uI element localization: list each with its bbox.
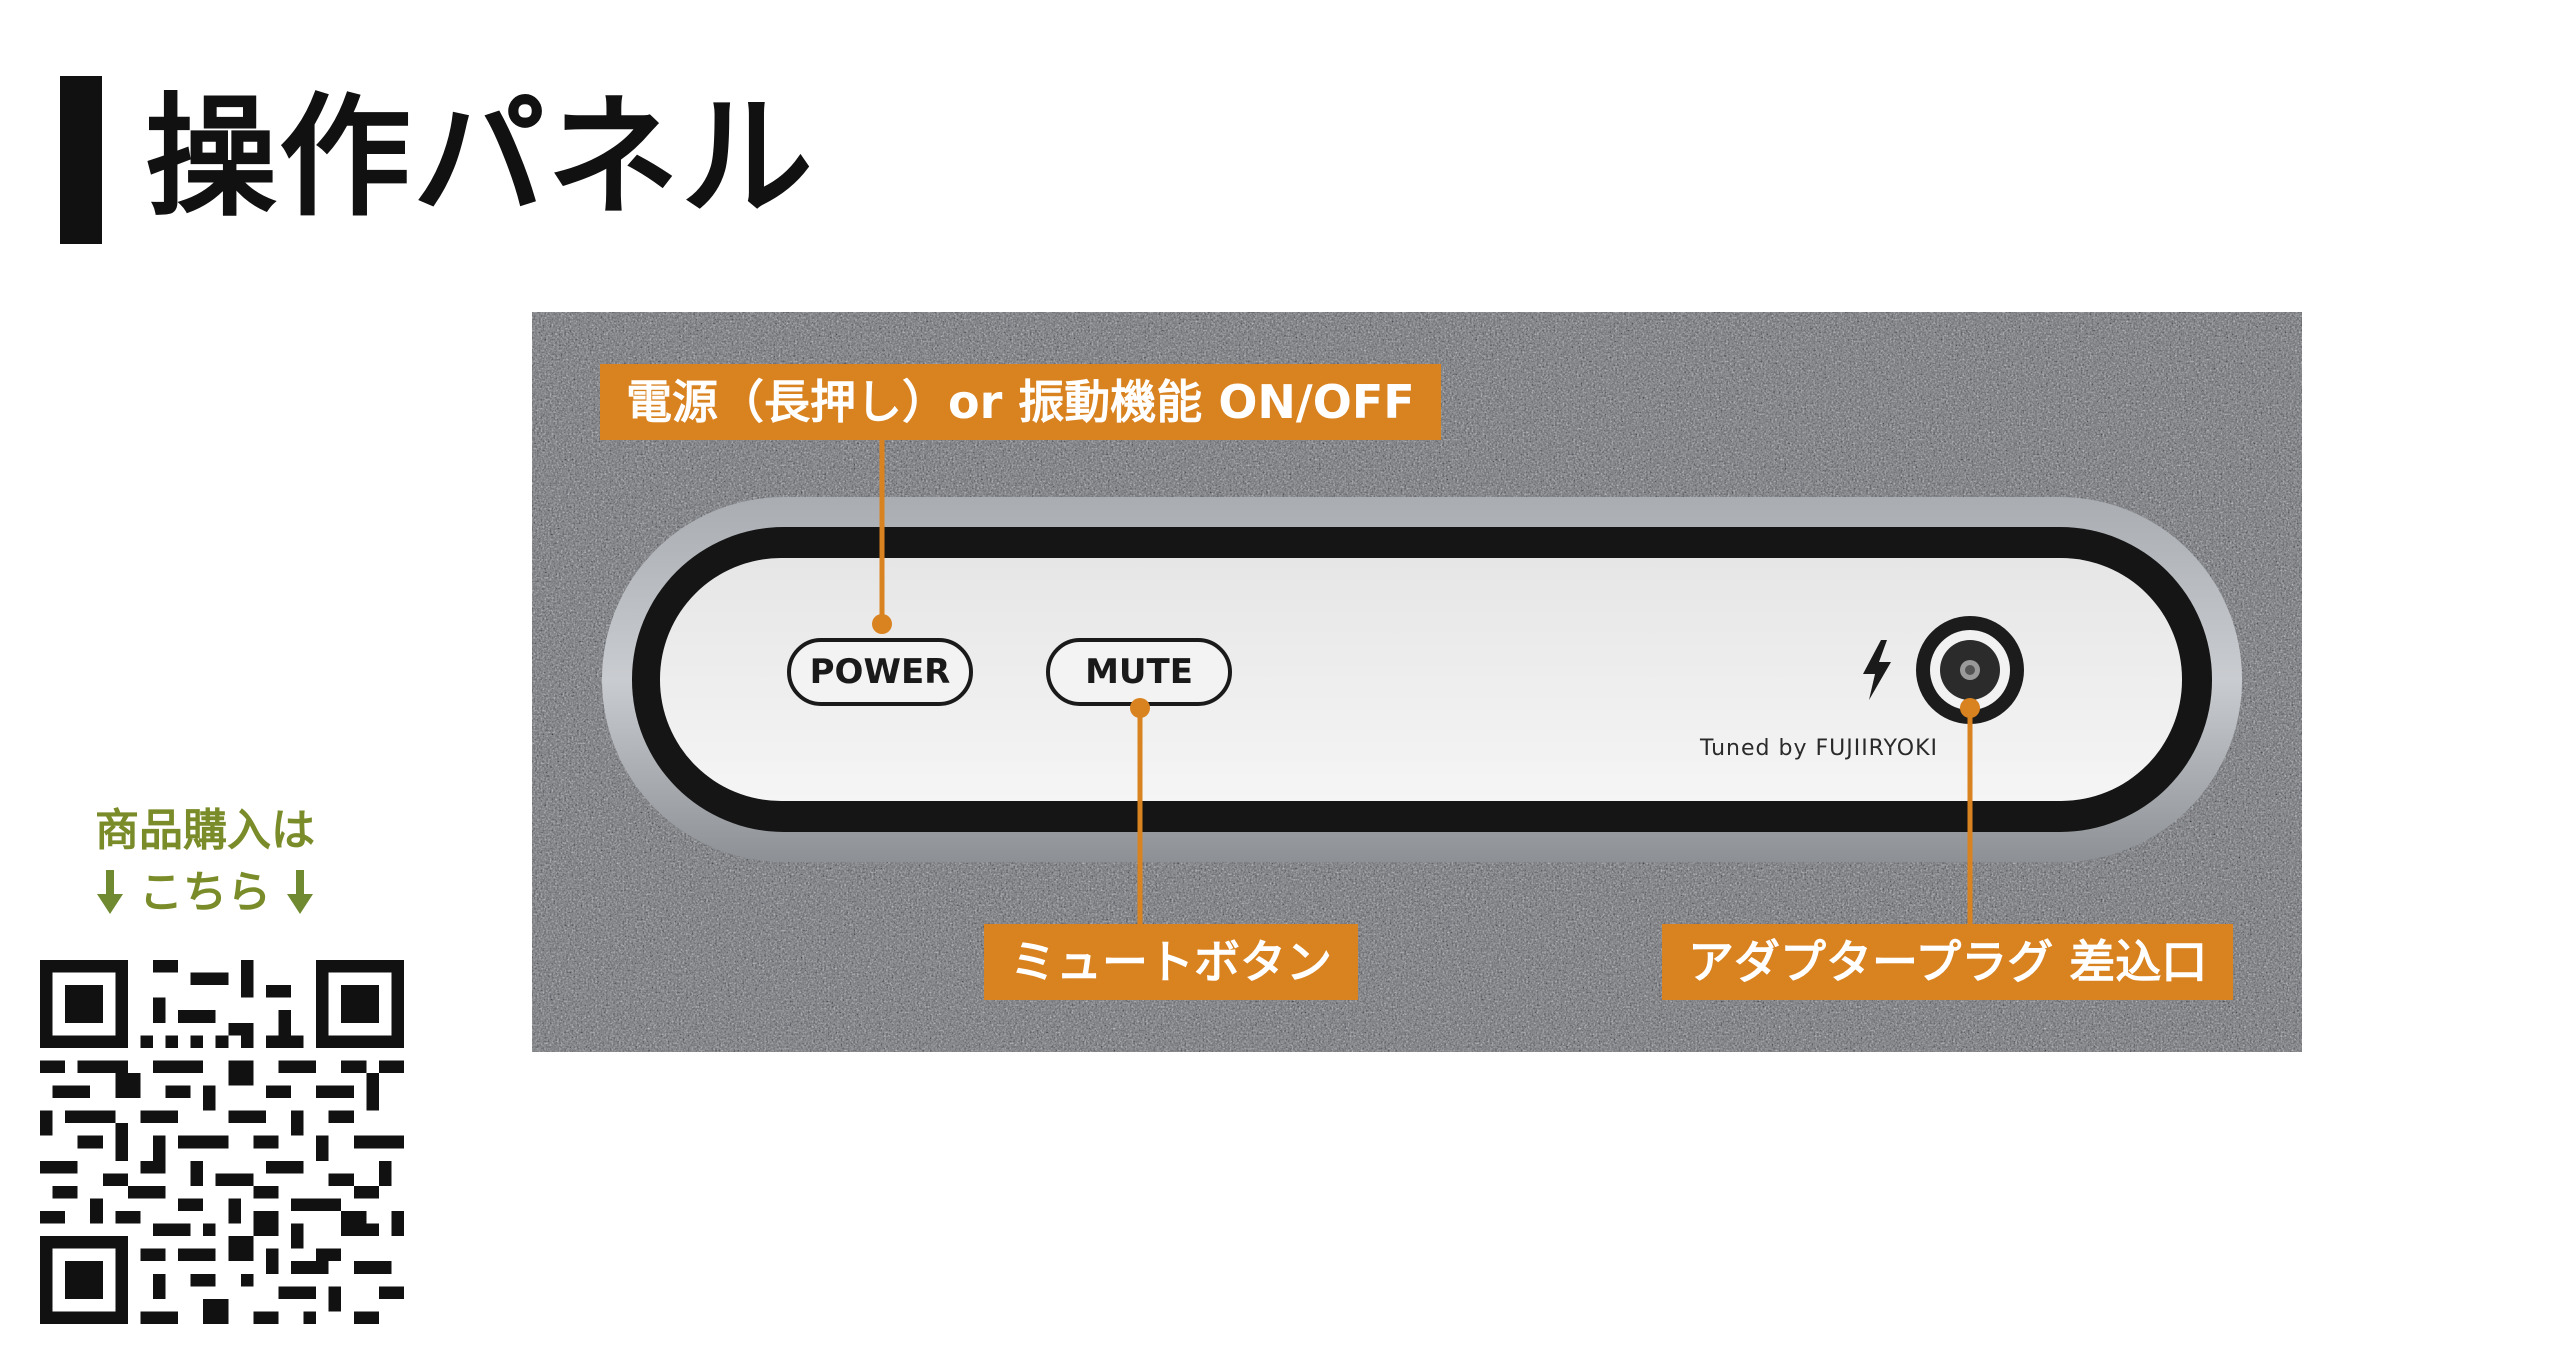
dc-jack-icon[interactable]: [1912, 612, 2028, 728]
purchase-promo: 商品購入は こちら: [40, 800, 370, 924]
promo-subline-text: こちら: [139, 867, 271, 918]
title-accent-bar: [60, 76, 102, 244]
callout-power: 電源（長押し）or 振動機能 ON/OFF: [600, 364, 1441, 440]
page-title: 操作パネル: [145, 81, 815, 235]
qr-code-icon[interactable]: [40, 960, 404, 1324]
arrow-down-icon: [287, 870, 313, 916]
promo-heading: 商品購入は: [95, 805, 315, 856]
callout-mute: ミュートボタン: [984, 924, 1358, 1000]
arrow-down-icon: [97, 870, 123, 916]
callout-adapter: アダプタープラグ 差込口: [1662, 924, 2234, 1000]
power-button[interactable]: POWER: [787, 638, 973, 706]
brand-tuned-text: Tuned by FUJIIRYOKI: [1700, 736, 1939, 761]
lightning-bolt-icon: [1863, 640, 1891, 700]
promo-subline: こちら: [40, 862, 370, 924]
control-panel-photo: POWER MUTE Tuned by FUJIIRYOKI 電源（長押し）or…: [532, 312, 2302, 1052]
mute-button[interactable]: MUTE: [1046, 638, 1232, 706]
